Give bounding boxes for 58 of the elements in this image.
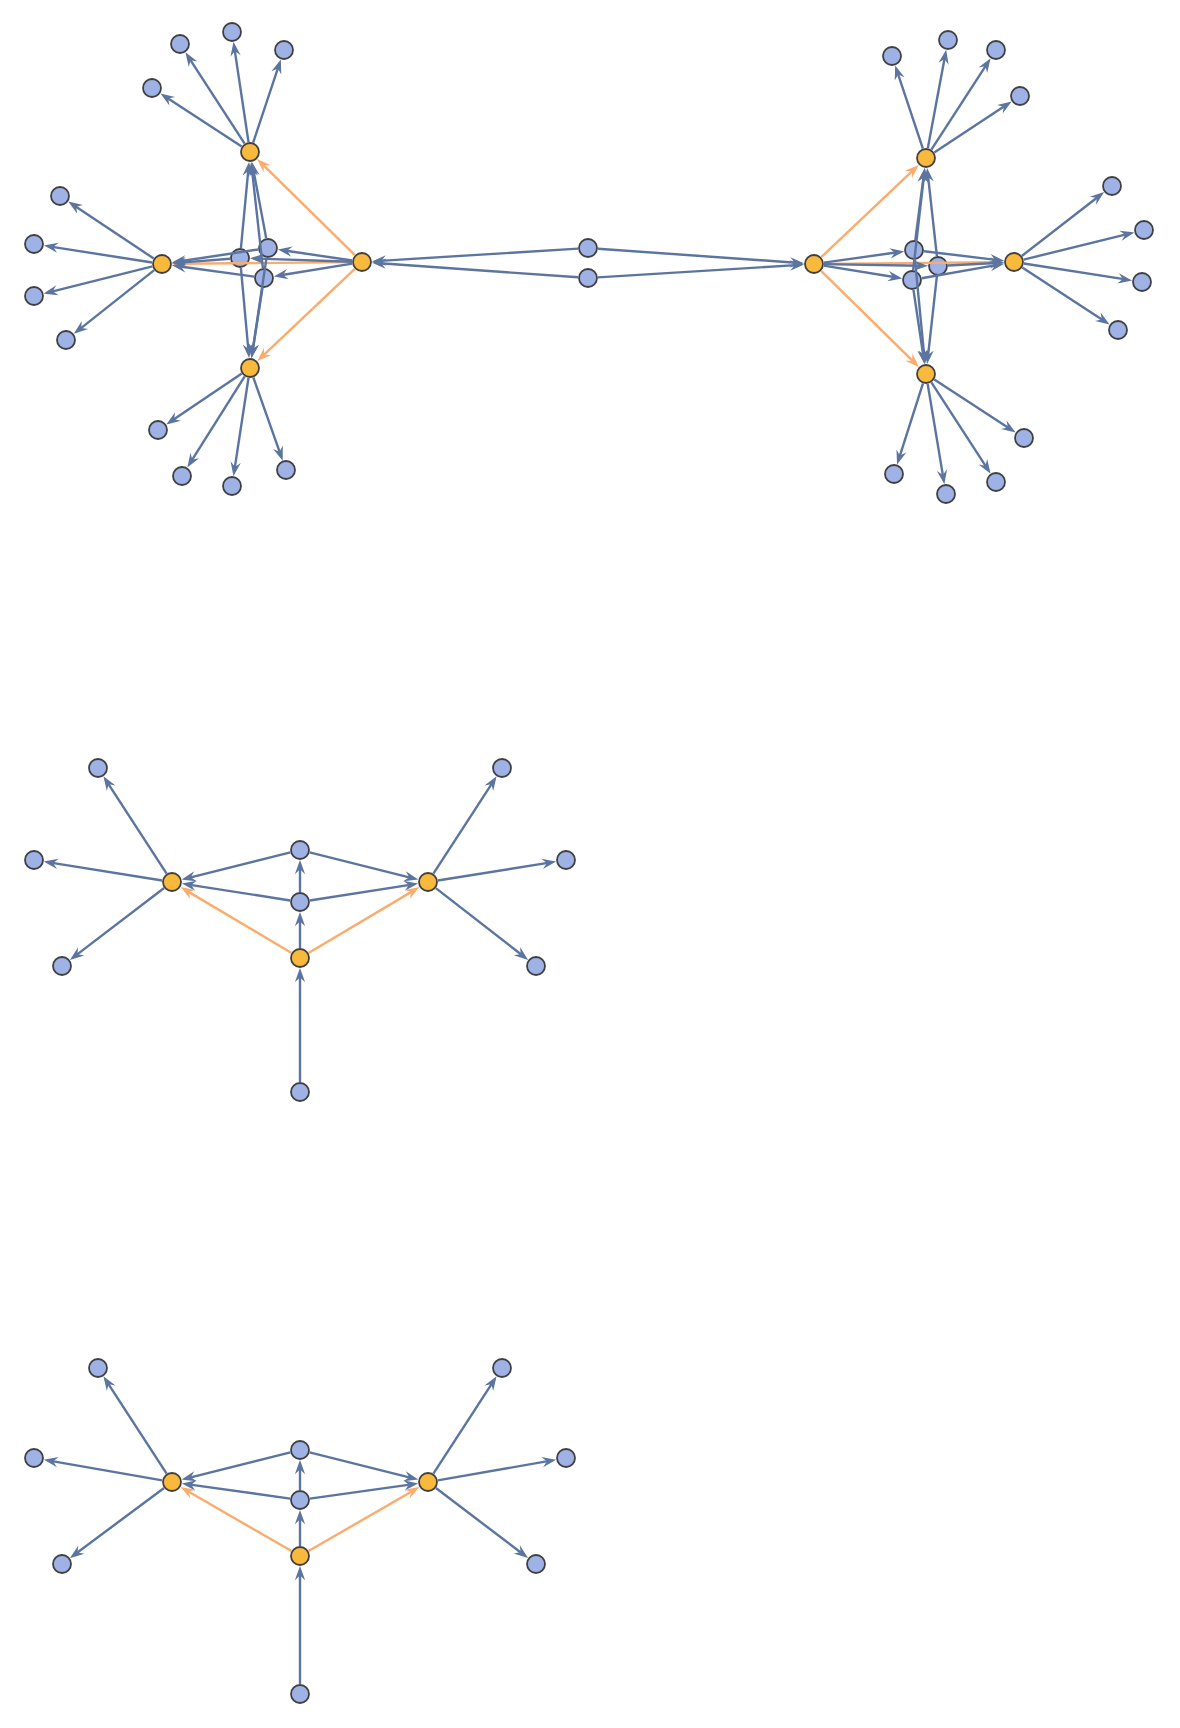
- graph-vertex: [492, 1358, 512, 1378]
- graph-vertex: [916, 364, 936, 384]
- graph-vertex: [556, 1448, 576, 1468]
- graph-vertex: [222, 22, 242, 42]
- graph-vertex: [290, 840, 310, 860]
- graph-vertex: [290, 892, 310, 912]
- graph-vertex: [50, 186, 70, 206]
- graph-vertex: [882, 46, 902, 66]
- graph-vertex: [556, 850, 576, 870]
- graph-vertex: [1102, 176, 1122, 196]
- graph-vertex: [986, 472, 1006, 492]
- graph-vertex: [938, 30, 958, 50]
- graph-vertex: [986, 40, 1006, 60]
- graph-vertex: [578, 268, 598, 288]
- graph-vertex: [936, 484, 956, 504]
- graph-vertex: [274, 40, 294, 60]
- graph-vertex: [1004, 252, 1024, 272]
- graph-vertex: [170, 34, 190, 54]
- graph-vertex: [276, 460, 296, 480]
- graph-vertex: [916, 148, 936, 168]
- graph-vertex: [290, 948, 310, 968]
- graph-vertex: [148, 420, 168, 440]
- graph-vertex: [1010, 86, 1030, 106]
- graph-vertex: [290, 1684, 310, 1704]
- graph-vertex: [56, 330, 76, 350]
- graph-vertex: [290, 1490, 310, 1510]
- graph-vertex: [52, 1554, 72, 1574]
- graph-vertex: [492, 758, 512, 778]
- graph-vertex: [24, 286, 44, 306]
- graph-vertex: [1014, 428, 1034, 448]
- graph-vertex: [578, 238, 598, 258]
- graph-vertex: [142, 78, 162, 98]
- graph-vertex: [88, 1358, 108, 1378]
- graph-vertex: [240, 142, 260, 162]
- graph-vertex: [526, 956, 546, 976]
- graph-vertex: [162, 1472, 182, 1492]
- graph-vertex: [290, 1082, 310, 1102]
- graph-vertex: [88, 758, 108, 778]
- graph-vertex: [526, 1554, 546, 1574]
- graph-vertex: [162, 872, 182, 892]
- graph-vertex: [24, 234, 44, 254]
- graph-vertex: [290, 1546, 310, 1566]
- graph-vertex: [290, 1440, 310, 1460]
- graph-vertex: [418, 872, 438, 892]
- graph-vertex: [1134, 220, 1154, 240]
- graph-vertex: [418, 1472, 438, 1492]
- graph-vertex: [352, 252, 372, 272]
- graph-vertex: [172, 466, 192, 486]
- graph-vertex: [222, 476, 242, 496]
- graph-vertex: [24, 850, 44, 870]
- graph-vertex: [52, 956, 72, 976]
- graph-vertex: [1132, 272, 1152, 292]
- graph-vertex: [804, 254, 824, 274]
- graph-vertex: [152, 254, 172, 274]
- graph-vertex: [1108, 320, 1128, 340]
- graph-vertex: [240, 358, 260, 378]
- graph-vertex: [884, 464, 904, 484]
- graph-vertex: [24, 1448, 44, 1468]
